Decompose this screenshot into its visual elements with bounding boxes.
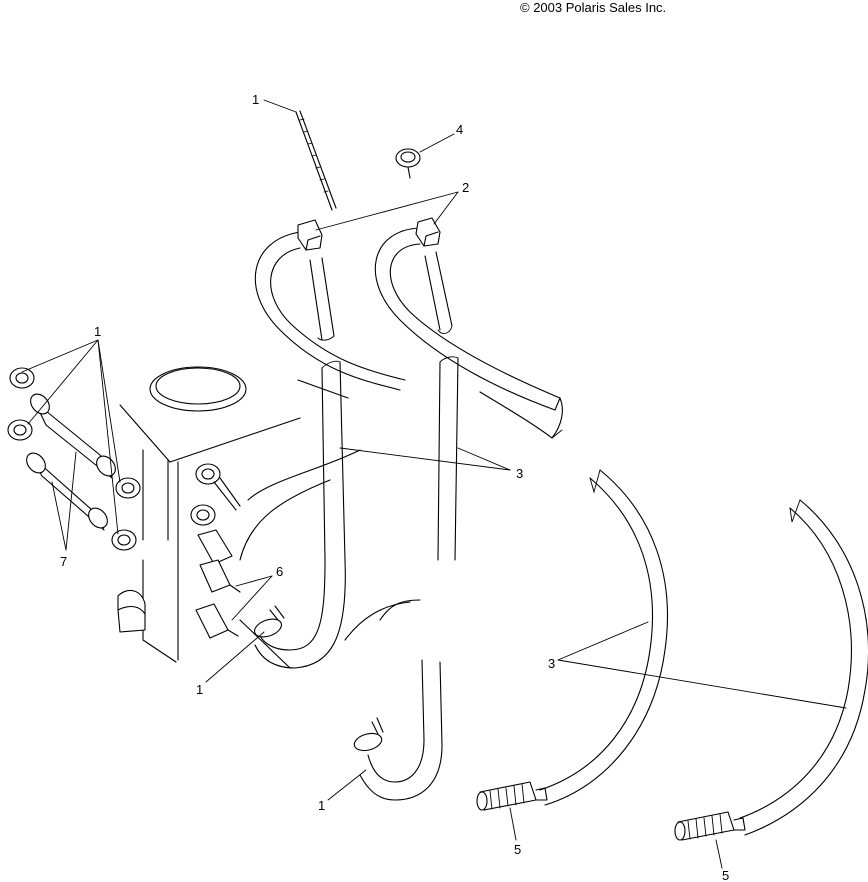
callout-1-rings: 1 [94, 324, 101, 339]
clamp-rings [7, 367, 141, 551]
hose-clamp-lower-left [254, 605, 285, 638]
copyright-notice: © 2003 Polaris Sales Inc. [520, 0, 667, 15]
vent-hose-right-lower-a [539, 469, 668, 806]
elbow-fitting-right [415, 217, 441, 247]
callout-2: 2 [462, 180, 469, 195]
tie-strap [295, 110, 337, 211]
tank-outline [119, 379, 421, 669]
elbow-fitting-left [297, 219, 323, 251]
filler-neck [149, 366, 247, 412]
vent-hose-left-lower [254, 360, 346, 669]
vent-hose-left-upper [254, 231, 406, 391]
callout-3-upper: 3 [516, 466, 523, 481]
filter-left [476, 781, 548, 811]
filter-right [674, 811, 746, 841]
callout-5-left: 5 [514, 842, 521, 857]
callout-6: 6 [276, 564, 283, 579]
callout-labels: 1 4 2 1 3 7 6 1 3 1 5 5 [60, 92, 729, 882]
callout-7: 7 [60, 554, 67, 569]
vent-hose-center-lower [359, 356, 459, 801]
callout-5-right: 5 [722, 868, 729, 882]
callout-1-bottom: 1 [318, 798, 325, 813]
callout-3-lower: 3 [548, 656, 555, 671]
vent-hose-right-upper [374, 227, 563, 439]
callout-4: 4 [456, 122, 463, 137]
vent-hose-right-lower-b [739, 499, 868, 836]
hose-clamp-center-lower [353, 717, 384, 752]
tank-side-cap [117, 589, 146, 633]
callout-1-top: 1 [252, 92, 259, 107]
hose-clamp-spring [395, 148, 421, 179]
tube-pieces [26, 393, 116, 531]
callout-1-mid: 1 [196, 682, 203, 697]
leader-lines [21, 99, 847, 869]
tank-fittings [190, 463, 241, 639]
